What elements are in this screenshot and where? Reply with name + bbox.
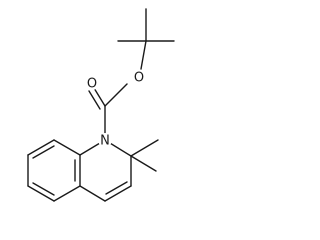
carbonyl-double-bond-a bbox=[93, 87, 106, 107]
c3-to-c4-double-bond-outer bbox=[104, 185, 132, 202]
tbutyl-to-oxygen-bond bbox=[140, 40, 147, 70]
c4-to-c4a-bond bbox=[79, 185, 106, 202]
c6-to-c5-bond bbox=[27, 185, 55, 202]
nitrogen-label: N bbox=[100, 134, 110, 149]
c8a-to-c8-bond bbox=[53, 139, 81, 156]
methyl-bond-upper bbox=[130, 139, 159, 157]
structure-canvas: O O N bbox=[27, 8, 175, 202]
nitrogen-atom: N bbox=[98, 133, 112, 149]
methyl-bond-lower bbox=[130, 155, 157, 172]
molecule-structure: O O N bbox=[27, 8, 175, 202]
oxygen-to-carbonyl-bond bbox=[104, 83, 128, 107]
ester-oxygen-label: O bbox=[134, 71, 144, 86]
benzene-inner-bond-c8-c7 bbox=[32, 145, 55, 159]
carbonyl-double-bond-b bbox=[88, 90, 101, 110]
c8-to-c7-bond bbox=[27, 139, 55, 156]
carbonyl-oxygen-label: O bbox=[87, 77, 97, 92]
ester-oxygen-atom: O bbox=[132, 70, 146, 86]
carbonyl-oxygen-atom: O bbox=[85, 76, 99, 92]
c3-to-c4-double-bond-inner bbox=[105, 181, 128, 195]
c5-to-c4a-bond bbox=[53, 185, 81, 202]
benzene-inner-bond-c6-c5 bbox=[32, 182, 55, 196]
